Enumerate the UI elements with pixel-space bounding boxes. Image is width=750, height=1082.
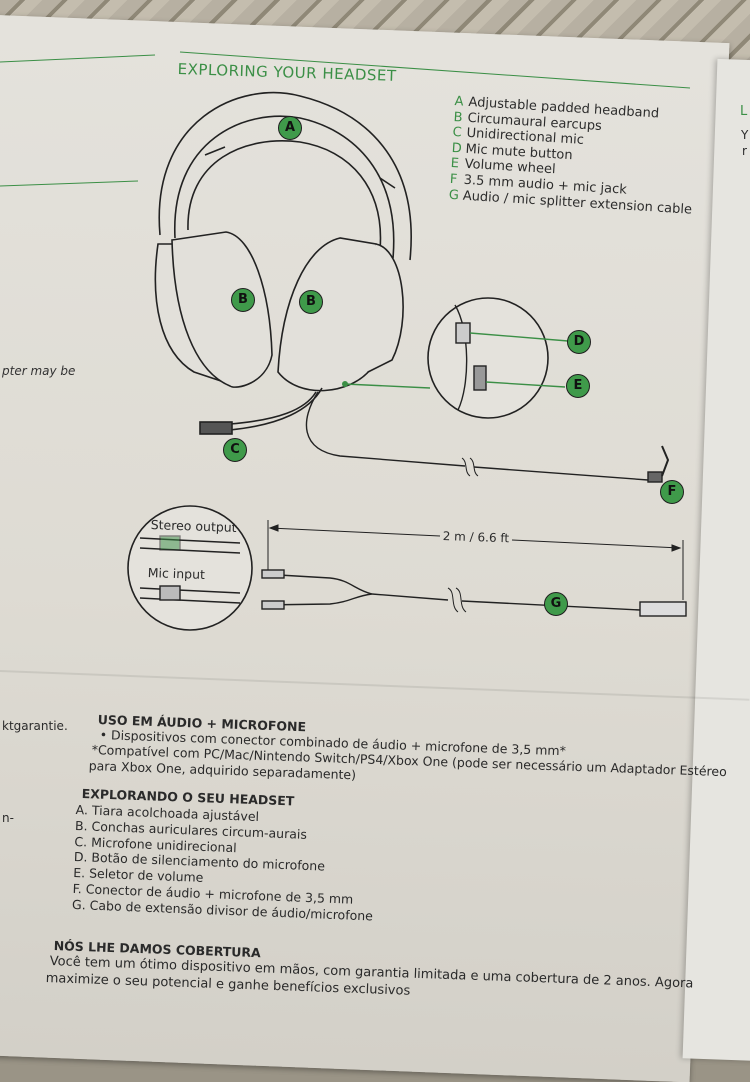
- right-page-letter: r: [742, 144, 747, 158]
- callout-a: A: [278, 116, 302, 140]
- callout-f: F: [660, 480, 684, 504]
- stereo-output-label: Stereo output: [150, 517, 237, 535]
- margin-note: pter may be: [2, 364, 76, 378]
- right-page-letter: L: [740, 104, 748, 119]
- right-page-letter: Y: [741, 128, 749, 142]
- callout-c: C: [223, 438, 247, 462]
- callout-e: E: [566, 374, 590, 398]
- margin-note: ktgarantie.: [2, 719, 68, 733]
- explore-list: A. Tiara acolchoada ajustável B. Conchas…: [72, 802, 377, 924]
- cable-length-label: 2 m / 6.6 ft: [442, 529, 510, 546]
- callout-g: G: [544, 592, 568, 616]
- headset-diagram: [0, 51, 691, 631]
- mic-input-label: Mic input: [147, 565, 206, 582]
- callout-d: D: [567, 330, 591, 354]
- callout-b: B: [231, 288, 255, 312]
- margin-note: n-: [2, 811, 14, 825]
- callout-b: B: [299, 290, 323, 314]
